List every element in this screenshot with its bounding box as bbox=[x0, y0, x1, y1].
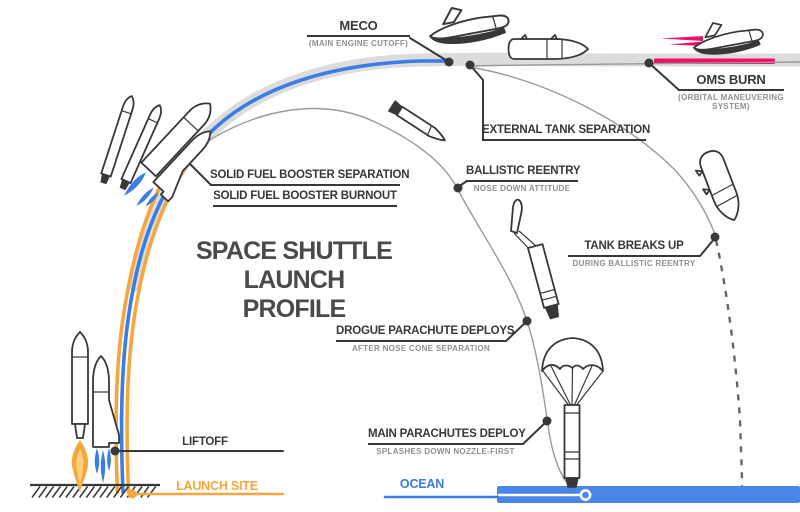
label-booster-separation: SOLID FUEL BOOSTER SEPARATION SOLID FUEL… bbox=[210, 169, 409, 207]
tank-descent-path bbox=[469, 66, 717, 238]
drogue-parachute-subtitle: AFTER NOSE CONE SEPARATION bbox=[351, 344, 491, 353]
tank-breaks-up-subtitle: DURING BALLISTIC REENTRY bbox=[572, 259, 696, 268]
external-tank-separation-dot bbox=[465, 60, 475, 70]
leader-lines bbox=[114, 37, 716, 499]
tumbling-boosters-icon bbox=[100, 95, 162, 191]
shuttle-liftoff-stack-icon bbox=[71, 331, 120, 492]
diagram-title-line2: LAUNCH PROFILE bbox=[242, 266, 347, 323]
tank-breaks-up-dot bbox=[710, 232, 720, 242]
meco-dot bbox=[444, 57, 454, 67]
main-parachutes-leader bbox=[522, 421, 547, 445]
label-oms-burn: OMS BURN (ORBITAL MANEUVERING SYSTEM) bbox=[678, 72, 784, 111]
ballistic-reentry-dot bbox=[453, 183, 463, 193]
ground-icon bbox=[30, 483, 160, 498]
drogue-parachute-leader bbox=[505, 321, 527, 342]
tank-breaks-up-leader bbox=[699, 237, 716, 257]
label-meco: MECO (MAIN ENGINE CUTOFF) bbox=[307, 18, 410, 48]
label-ballistic-reentry: BALLISTIC REENTRY NOSE DOWN ATTITUDE bbox=[466, 165, 581, 193]
label-external-tank-separation: EXTERNAL TANK SEPARATION bbox=[482, 124, 650, 141]
ground-hatching bbox=[31, 486, 157, 498]
launch-site-dot bbox=[127, 489, 137, 499]
oms-burn-orbiter-icon bbox=[661, 22, 764, 55]
label-tank-breaks-up: TANK BREAKS UP DURING BALLISTIC REENTRY bbox=[568, 240, 700, 268]
booster-separation-title: SOLID FUEL BOOSTER SEPARATION bbox=[210, 169, 409, 186]
ballistic-reentry-title: BALLISTIC REENTRY bbox=[466, 165, 581, 182]
oms-burn-leader bbox=[648, 62, 680, 91]
tank-breakup-dashed-path bbox=[714, 239, 744, 487]
orbiter-after-meco-icon bbox=[429, 7, 510, 45]
label-main-parachutes: MAIN PARACHUTES DEPLOY SPLASHES DOWN NOZ… bbox=[368, 428, 526, 456]
oms-burn-title: OMS BURN bbox=[678, 72, 784, 91]
liftoff-dot bbox=[110, 446, 120, 456]
main-parachute-booster-icon bbox=[541, 337, 604, 488]
label-drogue-parachute: DROGUE PARACHUTE DEPLOYS AFTER NOSE CONE… bbox=[336, 325, 515, 353]
external-tank-separation-title: EXTERNAL TANK SEPARATION bbox=[482, 124, 650, 141]
external-tank-horizontal-icon bbox=[507, 34, 589, 60]
external-tank-separation-leader bbox=[469, 64, 484, 141]
meco-subtitle: (MAIN ENGINE CUTOFF) bbox=[308, 39, 409, 48]
drogue-parachute-title: DROGUE PARACHUTE DEPLOYS bbox=[336, 325, 515, 342]
oms-burn-subtitle: (ORBITAL MANEUVERING SYSTEM) bbox=[678, 93, 784, 111]
oms-burn-dot bbox=[644, 58, 654, 68]
meco-leader bbox=[409, 37, 450, 63]
main-parachutes-subtitle: SPLASHES DOWN NOZZLE-FIRST bbox=[376, 447, 515, 456]
falling-external-tank-icon bbox=[694, 150, 740, 222]
drogue-parachute-dot bbox=[522, 316, 532, 326]
main-parachutes-title: MAIN PARACHUTES DEPLOY bbox=[368, 428, 526, 445]
booster-separation-stack-icon bbox=[124, 102, 212, 207]
meco-title: MECO bbox=[307, 18, 410, 37]
ballistic-booster-icon bbox=[388, 100, 446, 142]
booster-burnout-title: SOLID FUEL BOOSTER BURNOUT bbox=[213, 190, 397, 207]
label-ocean: OCEAN bbox=[399, 477, 445, 491]
orbit-path-line bbox=[469, 61, 800, 67]
label-launch-site: LAUNCH SITE bbox=[176, 479, 258, 493]
splashdown-marker bbox=[579, 489, 592, 501]
drogue-nose-cone-booster-icon bbox=[510, 198, 560, 320]
main-parachutes-dot bbox=[542, 416, 552, 426]
label-liftoff: LIFTOFF bbox=[182, 436, 228, 448]
diagram-title: SPACE SHUTTLE LAUNCH PROFILE bbox=[192, 237, 396, 324]
tank-breaks-up-title: TANK BREAKS UP bbox=[568, 240, 700, 257]
ocean-water-icon bbox=[497, 486, 800, 503]
ballistic-reentry-subtitle: NOSE DOWN ATTITUDE bbox=[473, 184, 571, 193]
diagram-title-line1: SPACE SHUTTLE bbox=[195, 237, 393, 265]
